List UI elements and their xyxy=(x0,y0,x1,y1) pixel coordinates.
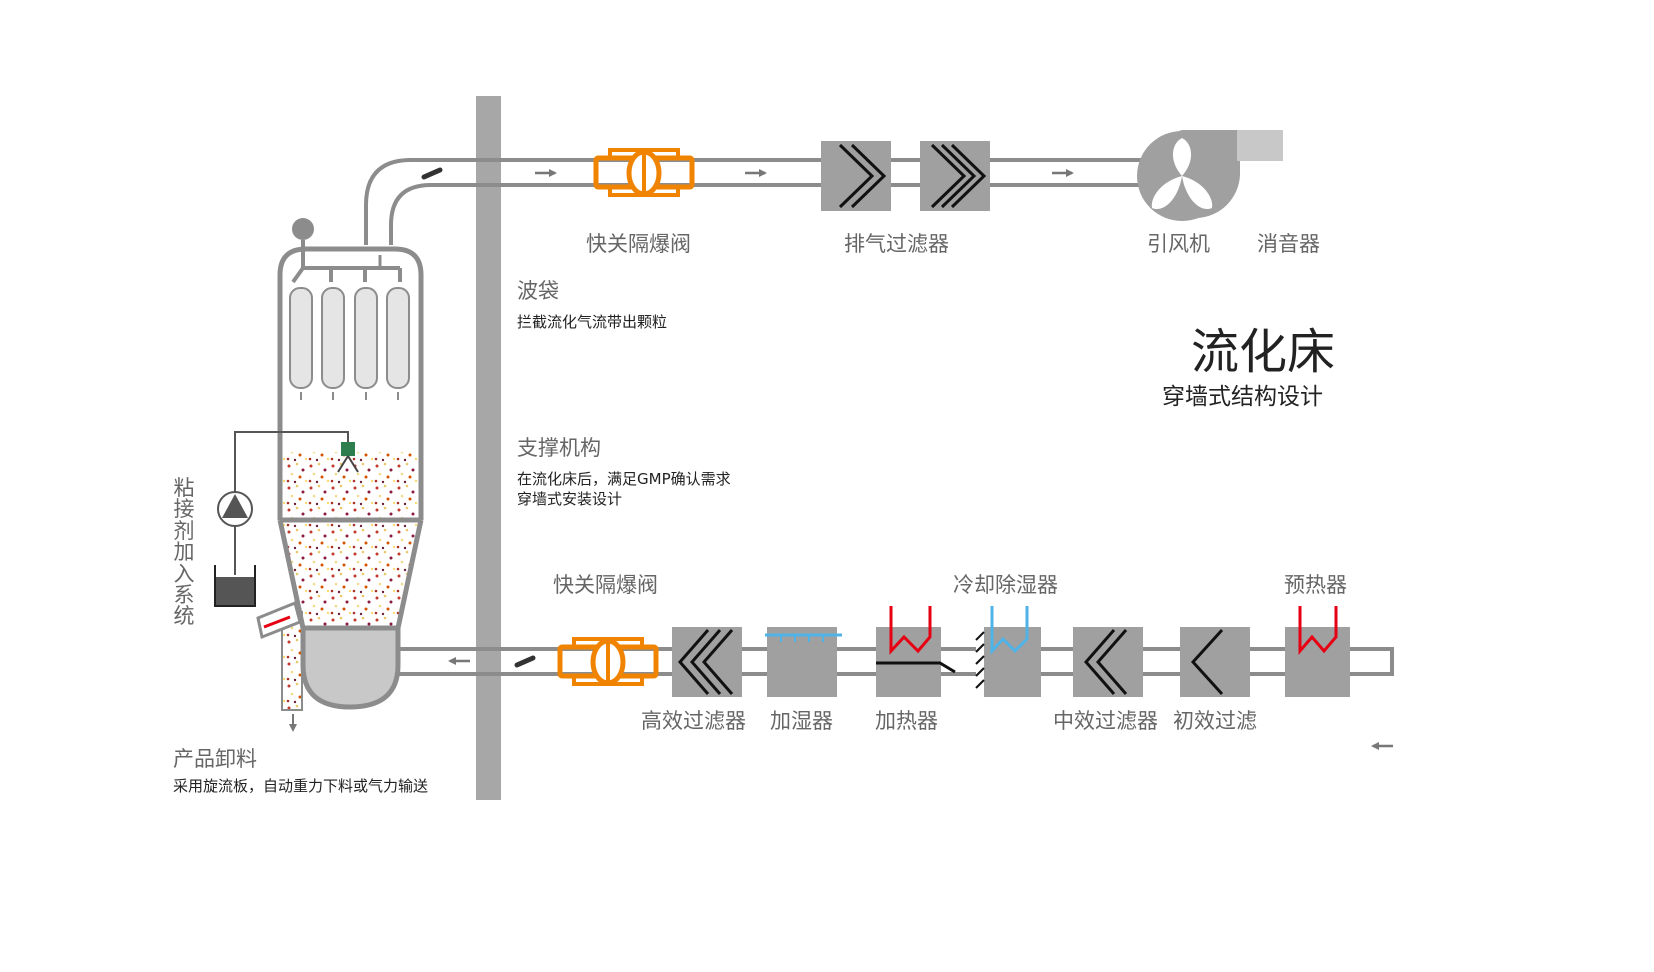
label-cooling-dehumidifier: 冷却除湿器 xyxy=(953,573,1058,597)
filter-bags xyxy=(289,287,410,400)
page-subtitle: 穿墙式结构设计 xyxy=(1162,384,1323,410)
note-support-title: 支撑机构 xyxy=(517,436,601,460)
exhaust-filter-2 xyxy=(920,141,990,211)
preheater-icon xyxy=(1285,606,1350,697)
hepa-filter-icon xyxy=(672,627,742,697)
valve-bottom-icon xyxy=(557,637,659,686)
label-heater: 加热器 xyxy=(875,709,938,733)
label-humidifier: 加湿器 xyxy=(770,709,833,733)
valve-top-icon xyxy=(593,148,695,197)
shaker-assembly xyxy=(291,218,402,284)
page-title: 流化床 xyxy=(1191,324,1336,380)
flow-arrows xyxy=(448,169,1393,750)
primary-filter-icon xyxy=(1180,627,1250,697)
label-hepa-filter: 高效过滤器 xyxy=(641,709,746,733)
fan-icon xyxy=(1137,130,1240,221)
humidifier-icon xyxy=(765,627,842,697)
label-exhaust-filter: 排气过滤器 xyxy=(844,232,949,256)
label-silencer: 消音器 xyxy=(1257,232,1320,256)
label-valve-bottom: 快关隔爆阀 xyxy=(553,573,658,597)
note-discharge: 采用旋流板，自动重力下料或气力输送 xyxy=(173,777,429,795)
upper-duct xyxy=(364,158,1150,245)
wall xyxy=(476,96,501,800)
silencer-icon xyxy=(1237,130,1283,161)
label-fan: 引风机 xyxy=(1147,232,1210,256)
exhaust-filter-1 xyxy=(821,141,891,211)
medium-filter-icon xyxy=(1073,627,1143,697)
note-support-desc-1: 在流化床后，满足GMP确认需求 xyxy=(517,470,731,488)
label-preheater: 预热器 xyxy=(1284,573,1347,597)
heater-icon xyxy=(876,606,956,697)
note-support-desc-2: 穿墙式安装设计 xyxy=(517,490,623,508)
spray-nozzle-icon xyxy=(337,442,359,473)
label-primary-filter: 初效过滤 xyxy=(1173,709,1257,733)
binder-tank-icon xyxy=(214,565,256,607)
pump-icon xyxy=(217,491,253,527)
label-valve-top: 快关隔爆阀 xyxy=(586,232,691,256)
fluid-bed-vessel xyxy=(277,246,424,710)
label-discharge: 产品卸料 xyxy=(173,747,257,771)
note-bag-desc: 拦截流化气流带出颗粒 xyxy=(517,313,668,331)
label-binder-system: 粘接剂加入系统 xyxy=(173,476,195,629)
damper-marks xyxy=(421,167,536,668)
note-bag-title: 波袋 xyxy=(517,279,559,303)
label-medium-filter: 中效过滤器 xyxy=(1053,709,1158,733)
cooling-dehumidifier-icon xyxy=(975,606,1041,697)
discharge-chute xyxy=(256,600,303,732)
